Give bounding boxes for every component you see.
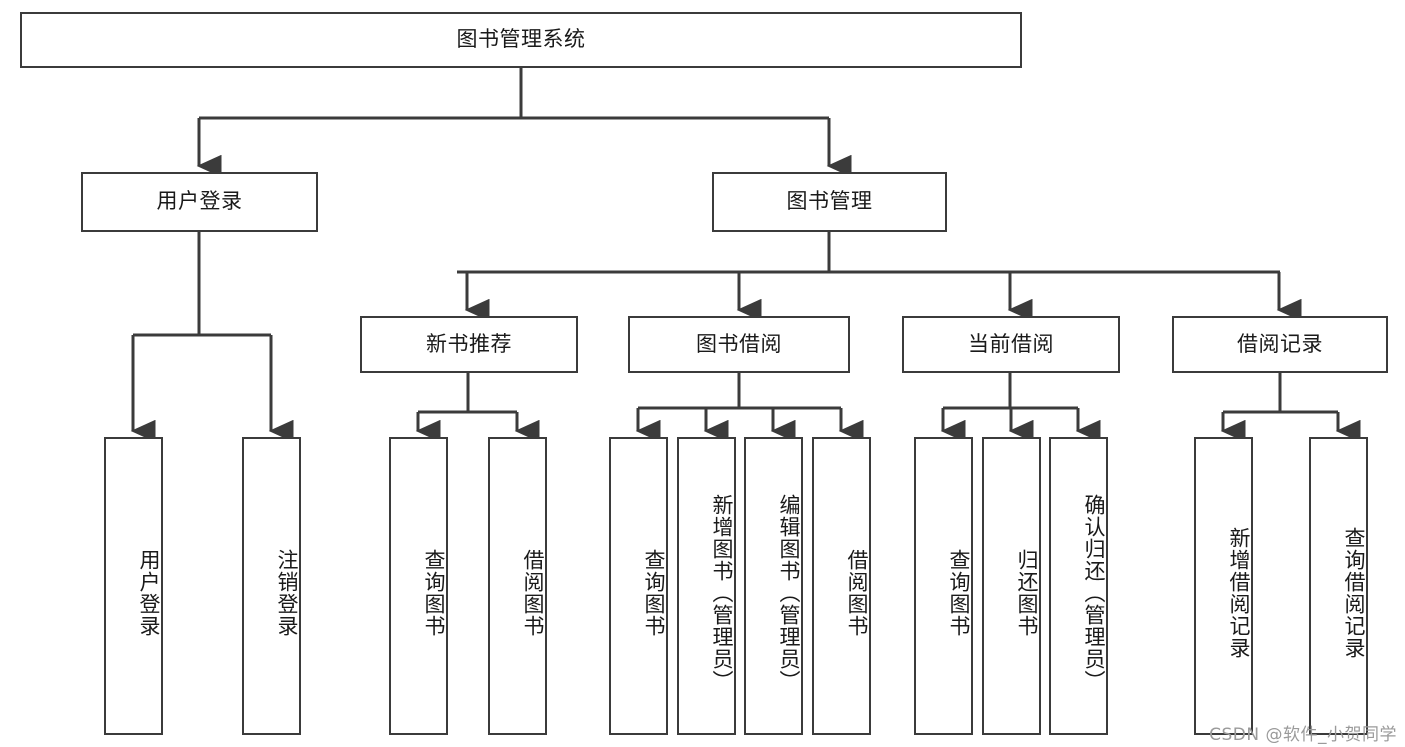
node-label: 注销登录 (275, 549, 299, 637)
watermark-text: CSDN @软件_小贺同学 (1209, 725, 1397, 745)
node-label: 查询图书 (947, 549, 971, 637)
node-label: 确认归还（管理员） (1082, 494, 1106, 692)
node-label: 查询图书 (422, 549, 446, 637)
node-borrow-record[interactable]: 借阅记录 (1172, 316, 1388, 373)
node-current-borrow[interactable]: 当前借阅 (902, 316, 1120, 373)
node-leaf-query-book-recommend[interactable]: 查询图书 (389, 437, 448, 735)
node-leaf-query-book[interactable]: 查询图书 (609, 437, 668, 735)
node-leaf-add-book-admin[interactable]: 新增图书（管理员） (677, 437, 736, 735)
node-book-borrow[interactable]: 图书借阅 (628, 316, 850, 373)
node-label: 新书推荐 (426, 331, 512, 356)
node-leaf-query-borrow-record[interactable]: 查询借阅记录 (1309, 437, 1368, 735)
node-leaf-query-book-current[interactable]: 查询图书 (914, 437, 973, 735)
node-leaf-borrow-book[interactable]: 借阅图书 (812, 437, 871, 735)
node-leaf-add-borrow-record[interactable]: 新增借阅记录 (1194, 437, 1253, 735)
node-leaf-edit-book-admin[interactable]: 编辑图书（管理员） (744, 437, 803, 735)
node-label: 新增借阅记录 (1227, 527, 1251, 659)
node-label: 图书管理 (786, 189, 873, 214)
node-user-login[interactable]: 用户登录 (81, 172, 318, 232)
node-leaf-return-book[interactable]: 归还图书 (982, 437, 1041, 735)
node-leaf-logout[interactable]: 注销登录 (242, 437, 301, 735)
node-leaf-borrow-book-recommend[interactable]: 借阅图书 (488, 437, 547, 735)
node-label: 图书借阅 (696, 331, 782, 356)
node-label: 编辑图书（管理员） (777, 494, 801, 692)
node-label: 归还图书 (1015, 549, 1039, 637)
node-label: 用户登录 (137, 549, 161, 637)
node-label: 借阅图书 (845, 549, 869, 637)
node-leaf-confirm-return-admin[interactable]: 确认归还（管理员） (1049, 437, 1108, 735)
node-label: 查询图书 (642, 549, 666, 637)
node-label: 借阅图书 (521, 549, 545, 637)
node-label: 借阅记录 (1237, 331, 1323, 356)
node-root-system[interactable]: 图书管理系统 (20, 12, 1022, 68)
node-label: 新增图书（管理员） (710, 494, 734, 692)
node-label: 图书管理系统 (456, 27, 586, 52)
node-leaf-user-login[interactable]: 用户登录 (104, 437, 163, 735)
node-label: 查询借阅记录 (1342, 527, 1366, 659)
node-new-book-recommend[interactable]: 新书推荐 (360, 316, 578, 373)
node-book-management[interactable]: 图书管理 (712, 172, 947, 232)
node-label: 用户登录 (156, 189, 243, 214)
node-label: 当前借阅 (968, 331, 1054, 356)
